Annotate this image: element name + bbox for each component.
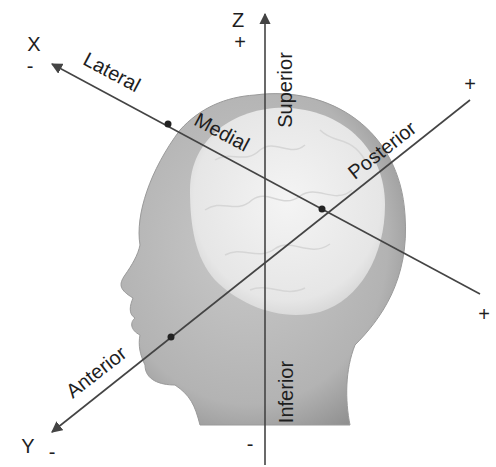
axis-label: - [247,434,254,454]
axis-label: + [464,74,476,94]
axis-label: X [27,34,40,54]
axis-label: Z [232,10,244,30]
axis-label: + [234,32,246,52]
axis-label: - [49,442,56,462]
axis-label: Anterior [62,343,129,402]
axis-label: Y [21,436,34,456]
axis-label: Inferior [276,361,296,423]
axis-label: Superior [275,52,295,128]
axis-label: - [27,56,34,76]
axis-label: + [478,304,490,324]
axis-label: Lateral [80,49,143,95]
